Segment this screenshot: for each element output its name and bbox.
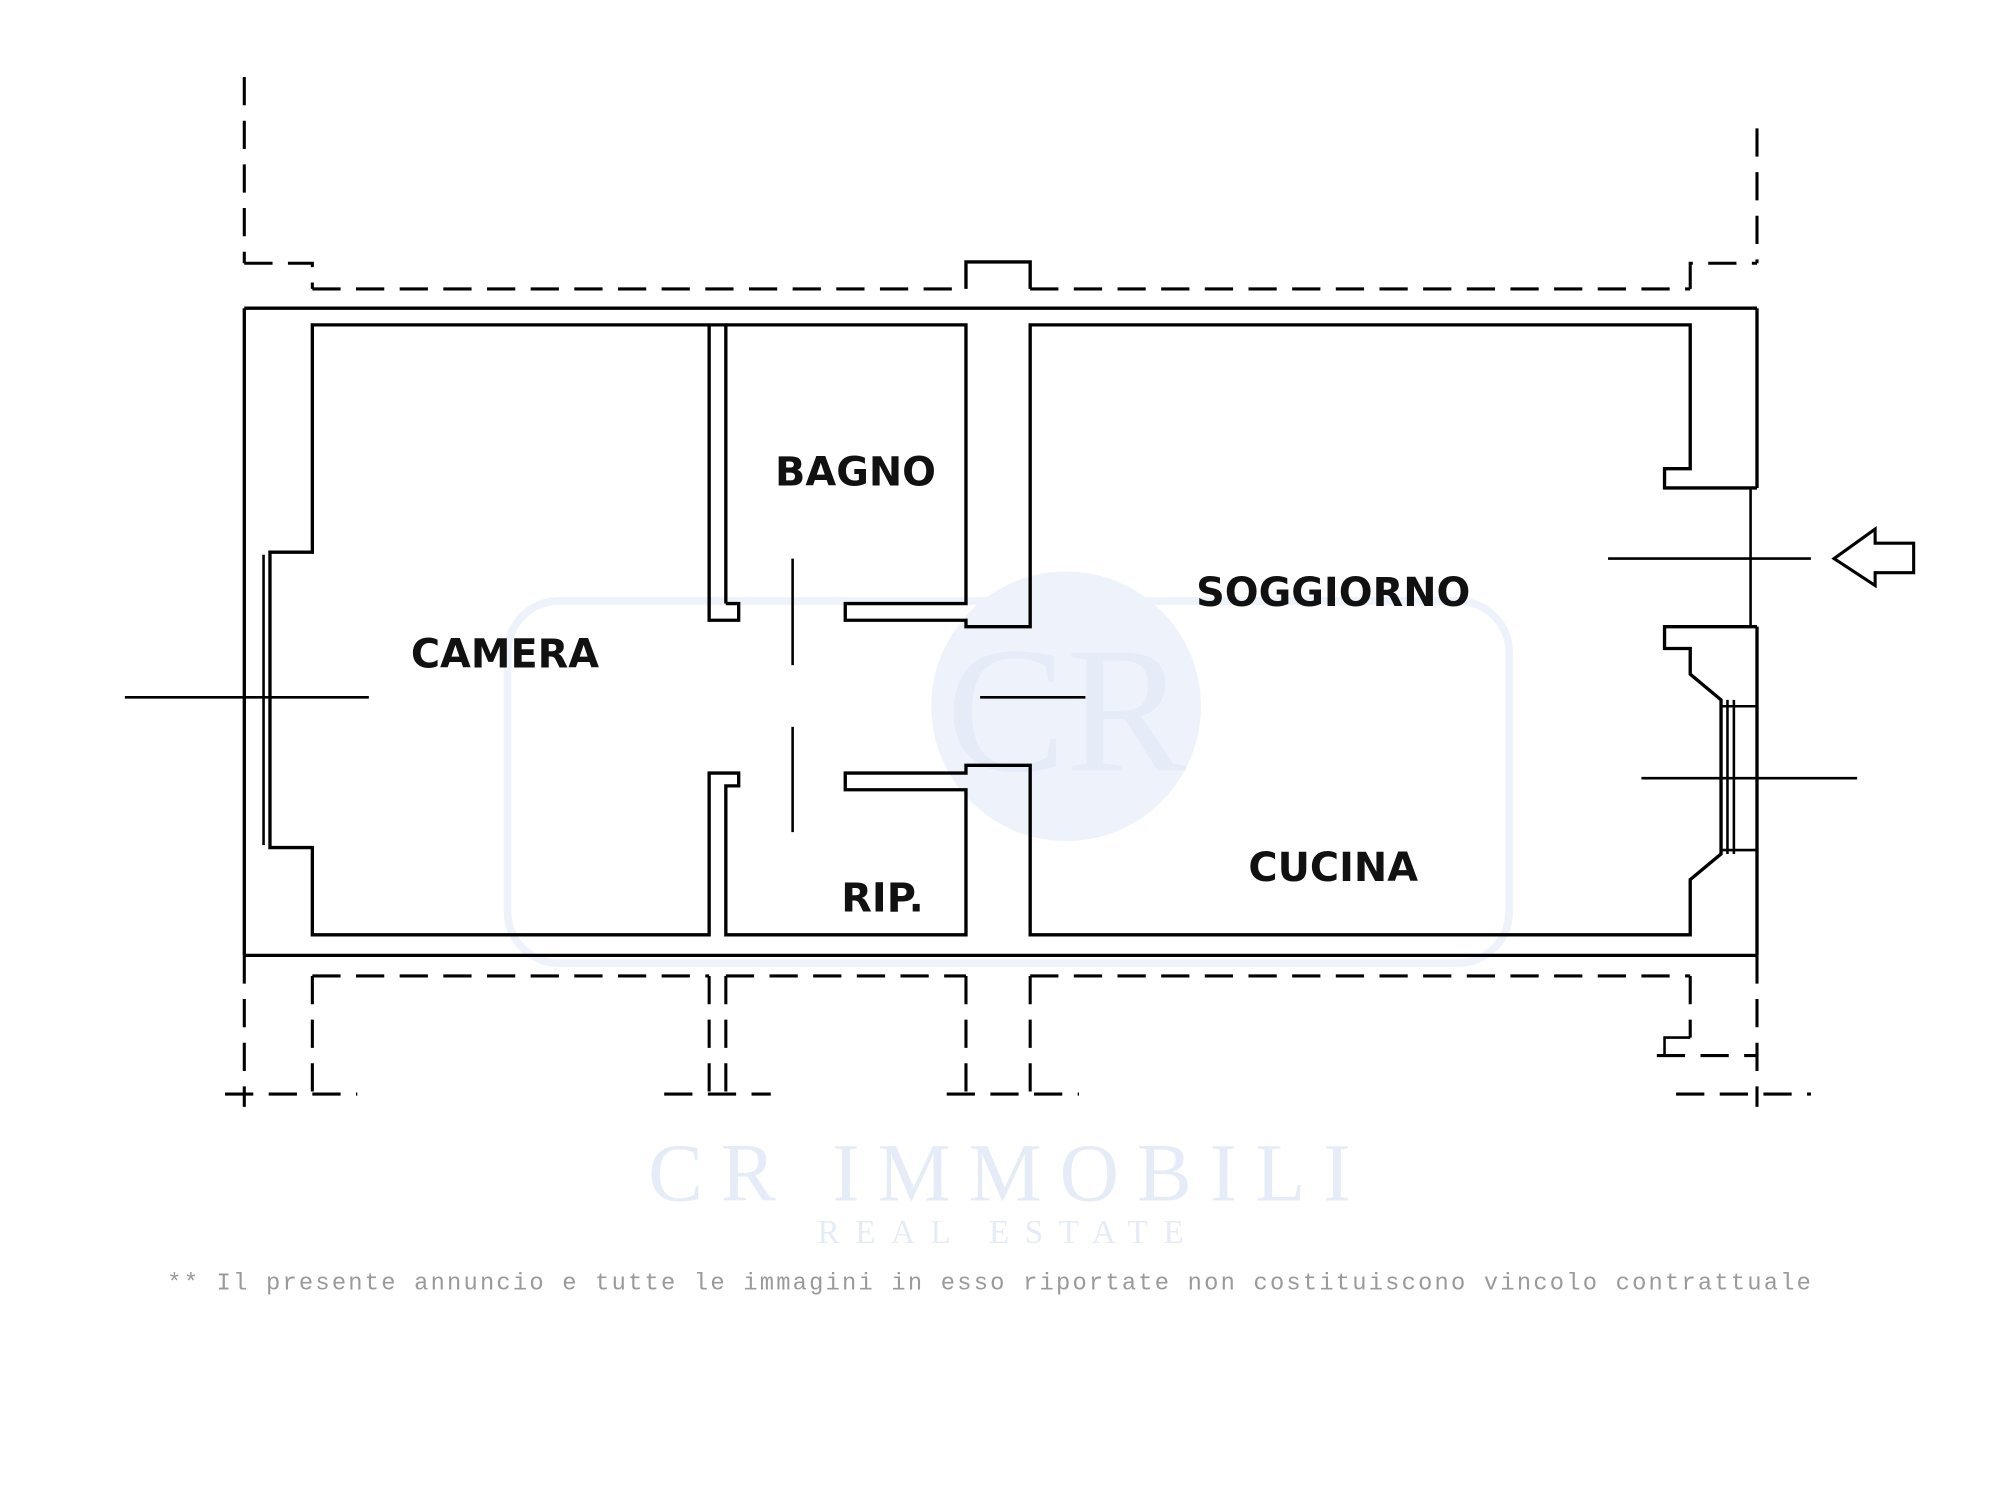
room-label-cucina: CUCINA	[1248, 845, 1418, 891]
room-label-soggiorno: SOGGIORNO	[1196, 570, 1470, 616]
watermark-monogram: CR	[946, 610, 1186, 809]
neighbour-outlines	[225, 77, 1811, 1107]
openings	[124, 487, 1916, 854]
watermark-brand: CR IMMOBILI	[648, 1128, 1368, 1219]
disclaimer-text: ** Il presente annuncio e tutte le immag…	[167, 1270, 1811, 1297]
watermark-tagline: REAL ESTATE	[818, 1214, 1200, 1251]
outer-walls	[242, 306, 1759, 958]
room-label-ripostiglio: RIP.	[841, 876, 923, 922]
room-label-bagno: BAGNO	[775, 449, 936, 495]
arrow-left-icon	[1831, 526, 1916, 589]
watermark: CR CR IMMOBILI REAL ESTATE	[503, 571, 1514, 1251]
room-label-camera: CAMERA	[411, 632, 599, 678]
